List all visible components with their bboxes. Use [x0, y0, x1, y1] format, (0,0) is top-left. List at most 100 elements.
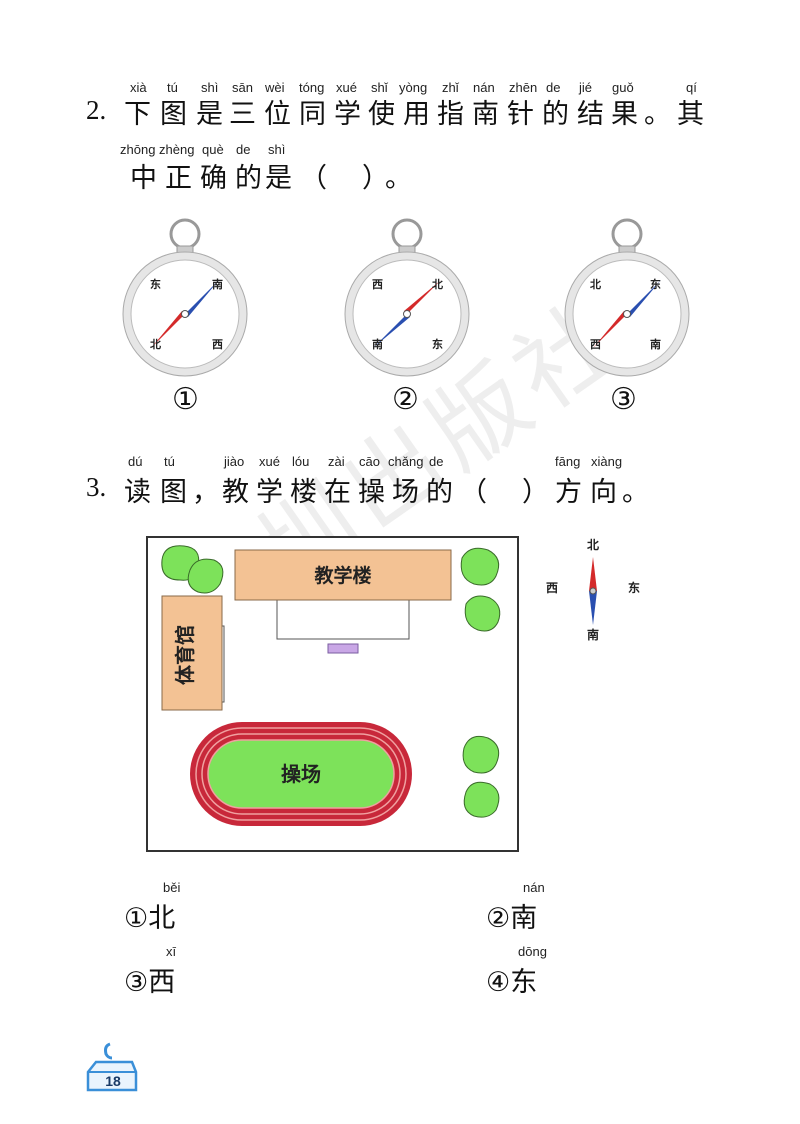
- pinyin: nán: [473, 80, 495, 95]
- hanzi: 三: [229, 99, 257, 130]
- hanzi: 学: [256, 477, 284, 508]
- hanzi: 。: [622, 477, 650, 508]
- hanzi: 中: [130, 163, 158, 194]
- compass-label: 北: [590, 277, 601, 291]
- compass-3-label: ③: [610, 382, 637, 417]
- compass-label: 北: [432, 277, 443, 291]
- map-compass: 北 南 西 东: [546, 537, 640, 642]
- hanzi: 同: [299, 99, 327, 130]
- compass-label: 西: [372, 278, 383, 291]
- pinyin: dú: [128, 454, 143, 469]
- hanzi: 的: [426, 477, 454, 508]
- gym-label: 体育馆: [173, 625, 197, 685]
- hanzi: 图: [160, 477, 188, 508]
- compass-1-label: ①: [172, 382, 199, 417]
- hanzi: 是: [196, 99, 224, 130]
- hanzi: 下: [124, 99, 152, 130]
- option-pinyin: nán: [523, 880, 545, 895]
- teaching-building-label: 教学楼: [314, 564, 371, 587]
- compass-label: 南: [372, 337, 383, 351]
- compass-3: 北 东 西 南: [564, 218, 690, 377]
- option-text: 北: [148, 903, 176, 934]
- hanzi: 教: [222, 477, 250, 508]
- pinyin: chǎng: [388, 454, 424, 469]
- pinyin: sān: [232, 80, 253, 95]
- tree-icon: [460, 547, 500, 586]
- hanzi: 是: [265, 163, 293, 194]
- option-1[interactable]: ①北: [124, 896, 175, 935]
- hanzi: 。: [385, 163, 413, 194]
- hanzi: 。: [644, 99, 672, 130]
- compass-label: 西: [590, 338, 601, 351]
- option-4[interactable]: ④东: [486, 960, 537, 999]
- stage: [327, 643, 359, 654]
- compass-label: 东: [150, 277, 161, 291]
- page-number: 18: [105, 1073, 121, 1089]
- option-number: ②: [486, 903, 511, 934]
- south-arrow: [589, 591, 597, 625]
- compass-label: 东: [432, 337, 443, 351]
- hanzi: 果: [611, 99, 639, 130]
- pinyin: xià: [130, 80, 147, 95]
- compass-2-label: ②: [392, 382, 419, 417]
- pinyin: wèi: [265, 80, 285, 95]
- pinyin: shǐ: [371, 80, 388, 95]
- pinyin: yòng: [399, 80, 428, 95]
- pinyin: jié: [579, 80, 593, 95]
- pinyin: què: [202, 142, 224, 157]
- hanzi: 向: [590, 477, 618, 508]
- option-pinyin: běi: [163, 880, 181, 895]
- hanzi: 在: [324, 477, 352, 508]
- pinyin: fāng: [555, 454, 581, 469]
- teaching-building: [234, 549, 452, 601]
- option-2[interactable]: ②南: [486, 896, 537, 935]
- pinyin: zhēn: [509, 80, 538, 95]
- hanzi: 方: [555, 477, 583, 508]
- compass-label: 北: [150, 337, 161, 351]
- hanzi: 场: [392, 477, 420, 508]
- question-2-number: 2.: [86, 95, 107, 125]
- option-text: 南: [510, 903, 538, 934]
- hanzi: 的: [542, 99, 570, 130]
- option-3[interactable]: ③西: [124, 960, 175, 999]
- pinyin: tú: [164, 454, 175, 469]
- hanzi: 南: [472, 99, 500, 130]
- pinyin: de: [429, 454, 444, 469]
- hanzi: 图: [160, 99, 188, 130]
- hanzi: 指: [437, 99, 465, 130]
- pinyin: de: [546, 80, 561, 95]
- pinyin: guǒ: [612, 80, 634, 95]
- hanzi: 正: [165, 163, 193, 194]
- pinyin: zhōng: [120, 142, 156, 157]
- gym: [161, 595, 223, 711]
- answer-paren-close: ）: [362, 163, 390, 194]
- pinyin: shì: [268, 142, 286, 157]
- north-arrow: [589, 557, 597, 591]
- pinyin: xué: [259, 454, 280, 469]
- page-badge: 18: [86, 1042, 138, 1092]
- compass-label: 东: [650, 277, 661, 291]
- option-pinyin: xī: [166, 944, 177, 959]
- hanzi: 结: [577, 99, 605, 130]
- pinyin: cāo: [359, 454, 380, 469]
- compass-label: 西: [212, 338, 223, 351]
- hanzi: 操: [358, 477, 386, 508]
- compass-label: 南: [650, 337, 661, 351]
- hanzi: 针: [507, 99, 535, 130]
- answer-paren-open: （: [460, 477, 488, 508]
- hanzi: 确: [200, 163, 228, 194]
- pinyin: jiào: [224, 454, 245, 469]
- pinyin: zhǐ: [442, 80, 459, 95]
- compass-2: 西 北 南 东: [344, 218, 470, 377]
- pinyin: qí: [686, 80, 697, 95]
- hook-icon: [104, 1042, 113, 1060]
- tree-icon: [464, 595, 501, 632]
- compass-label: 南: [212, 277, 223, 291]
- south-label: 南: [587, 627, 599, 642]
- hanzi: 楼: [290, 477, 318, 508]
- tree-icon: [187, 558, 224, 594]
- answer-paren-open: （: [300, 163, 328, 194]
- hanzi: 读: [124, 477, 152, 508]
- pinyin: xiàng: [591, 454, 623, 469]
- compass-1: 东 南 北 西: [122, 218, 248, 377]
